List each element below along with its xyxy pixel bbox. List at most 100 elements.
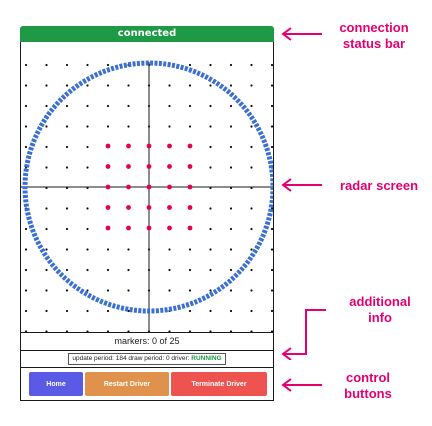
grid-dot [229, 166, 233, 169]
grid-dot [45, 63, 48, 67]
grid-dot [168, 104, 171, 108]
grid-dot [86, 63, 89, 67]
grid-dot [188, 104, 192, 108]
grid-dot [229, 145, 233, 149]
radar-marker [126, 184, 131, 190]
radar-range-circle [22, 60, 273, 314]
grid-dot [188, 248, 192, 251]
grid-dot [65, 227, 69, 231]
grid-dot [65, 84, 69, 87]
grid-dot [127, 125, 130, 128]
grid-dot [168, 330, 171, 332]
grid-dot [24, 63, 28, 67]
grid-dot [250, 330, 253, 332]
grid-dot [270, 309, 273, 313]
grid-dot [188, 268, 192, 272]
grid-dot [65, 166, 69, 169]
home-button[interactable]: Home [29, 372, 83, 396]
grid-dot [65, 289, 69, 292]
status-bar-arrow-icon [281, 27, 322, 41]
grid-dot [127, 248, 130, 251]
radar-marker [105, 184, 111, 190]
grid-dot [106, 104, 110, 108]
radar-marker [105, 205, 111, 210]
radar-marker [126, 164, 131, 169]
grid-dot [188, 330, 192, 332]
grid-dot [86, 166, 89, 169]
radar-marker [167, 164, 172, 169]
grid-dot [106, 289, 110, 292]
grid-dot [86, 84, 89, 87]
grid-dot [24, 84, 28, 87]
grid-dot [250, 248, 253, 251]
radar-marker [167, 225, 172, 231]
grid-dot [45, 289, 48, 292]
grid-dot [270, 84, 273, 87]
grid-dot [24, 248, 28, 251]
grid-dot [229, 289, 233, 292]
grid-dot [229, 248, 233, 251]
grid-dot [168, 84, 171, 87]
annotation-radar: radar screen [339, 178, 419, 193]
grid-dot [270, 248, 273, 251]
grid-dot [86, 309, 89, 313]
radar-markers [105, 143, 193, 231]
grid-dot [250, 104, 253, 108]
grid-dot [270, 289, 273, 292]
annotation-status-bar: connection status bar [339, 20, 409, 51]
grid-dot [65, 207, 69, 210]
grid-dot [229, 309, 233, 313]
radar-marker [146, 225, 152, 231]
grid-dot [45, 145, 48, 149]
grid-dot [24, 145, 28, 149]
grid-dot [270, 330, 273, 332]
grid-dot [188, 309, 192, 313]
grid-dot [86, 145, 89, 149]
connection-status-bar: connected [20, 26, 274, 42]
radar-marker [105, 225, 111, 231]
grid-dot [106, 248, 110, 251]
grid-dot [127, 330, 130, 332]
grid-dot [65, 104, 69, 108]
radar-marker [167, 205, 172, 210]
grid-dot [86, 207, 89, 210]
grid-dot [45, 207, 48, 210]
radar-marker [187, 225, 193, 231]
update-period-text: update period: 184 draw period: 0 driver… [72, 355, 190, 362]
grid-dot [127, 289, 130, 292]
radar-marker [146, 143, 152, 149]
grid-dot [24, 330, 28, 332]
grid-dot [65, 330, 69, 332]
radar-marker [146, 184, 152, 190]
grid-dot [127, 268, 130, 272]
grid-dot [209, 166, 212, 169]
radar-marker [187, 143, 193, 149]
grid-dot [209, 248, 212, 251]
radar-marker [126, 225, 131, 231]
grid-dot [168, 248, 171, 251]
grid-dot [250, 125, 253, 128]
restart-driver-button[interactable]: Restart Driver [85, 372, 169, 396]
grid-dot [65, 145, 69, 149]
grid-dot [209, 330, 212, 332]
grid-dot [106, 309, 110, 313]
grid-dot [229, 63, 233, 67]
grid-dot [86, 227, 89, 231]
grid-dot [45, 227, 48, 231]
radar-marker [126, 205, 131, 210]
grid-dot [250, 289, 253, 292]
grid-dot [24, 104, 28, 108]
terminate-driver-button[interactable]: Terminate Driver [171, 372, 267, 396]
grid-dot [209, 145, 212, 149]
grid-dot [168, 125, 171, 128]
control-buttons: Home Restart Driver Terminate Driver [21, 367, 273, 401]
grid-dot [188, 125, 192, 128]
grid-dot [229, 125, 233, 128]
annotation-controls: control buttons [344, 370, 392, 401]
grid-dot [65, 268, 69, 272]
grid-dot [229, 227, 233, 231]
radar-arrow-icon [281, 178, 322, 192]
grid-dot [209, 309, 212, 313]
period-box: update period: 184 draw period: 0 driver… [68, 353, 226, 365]
grid-dot [250, 309, 253, 313]
